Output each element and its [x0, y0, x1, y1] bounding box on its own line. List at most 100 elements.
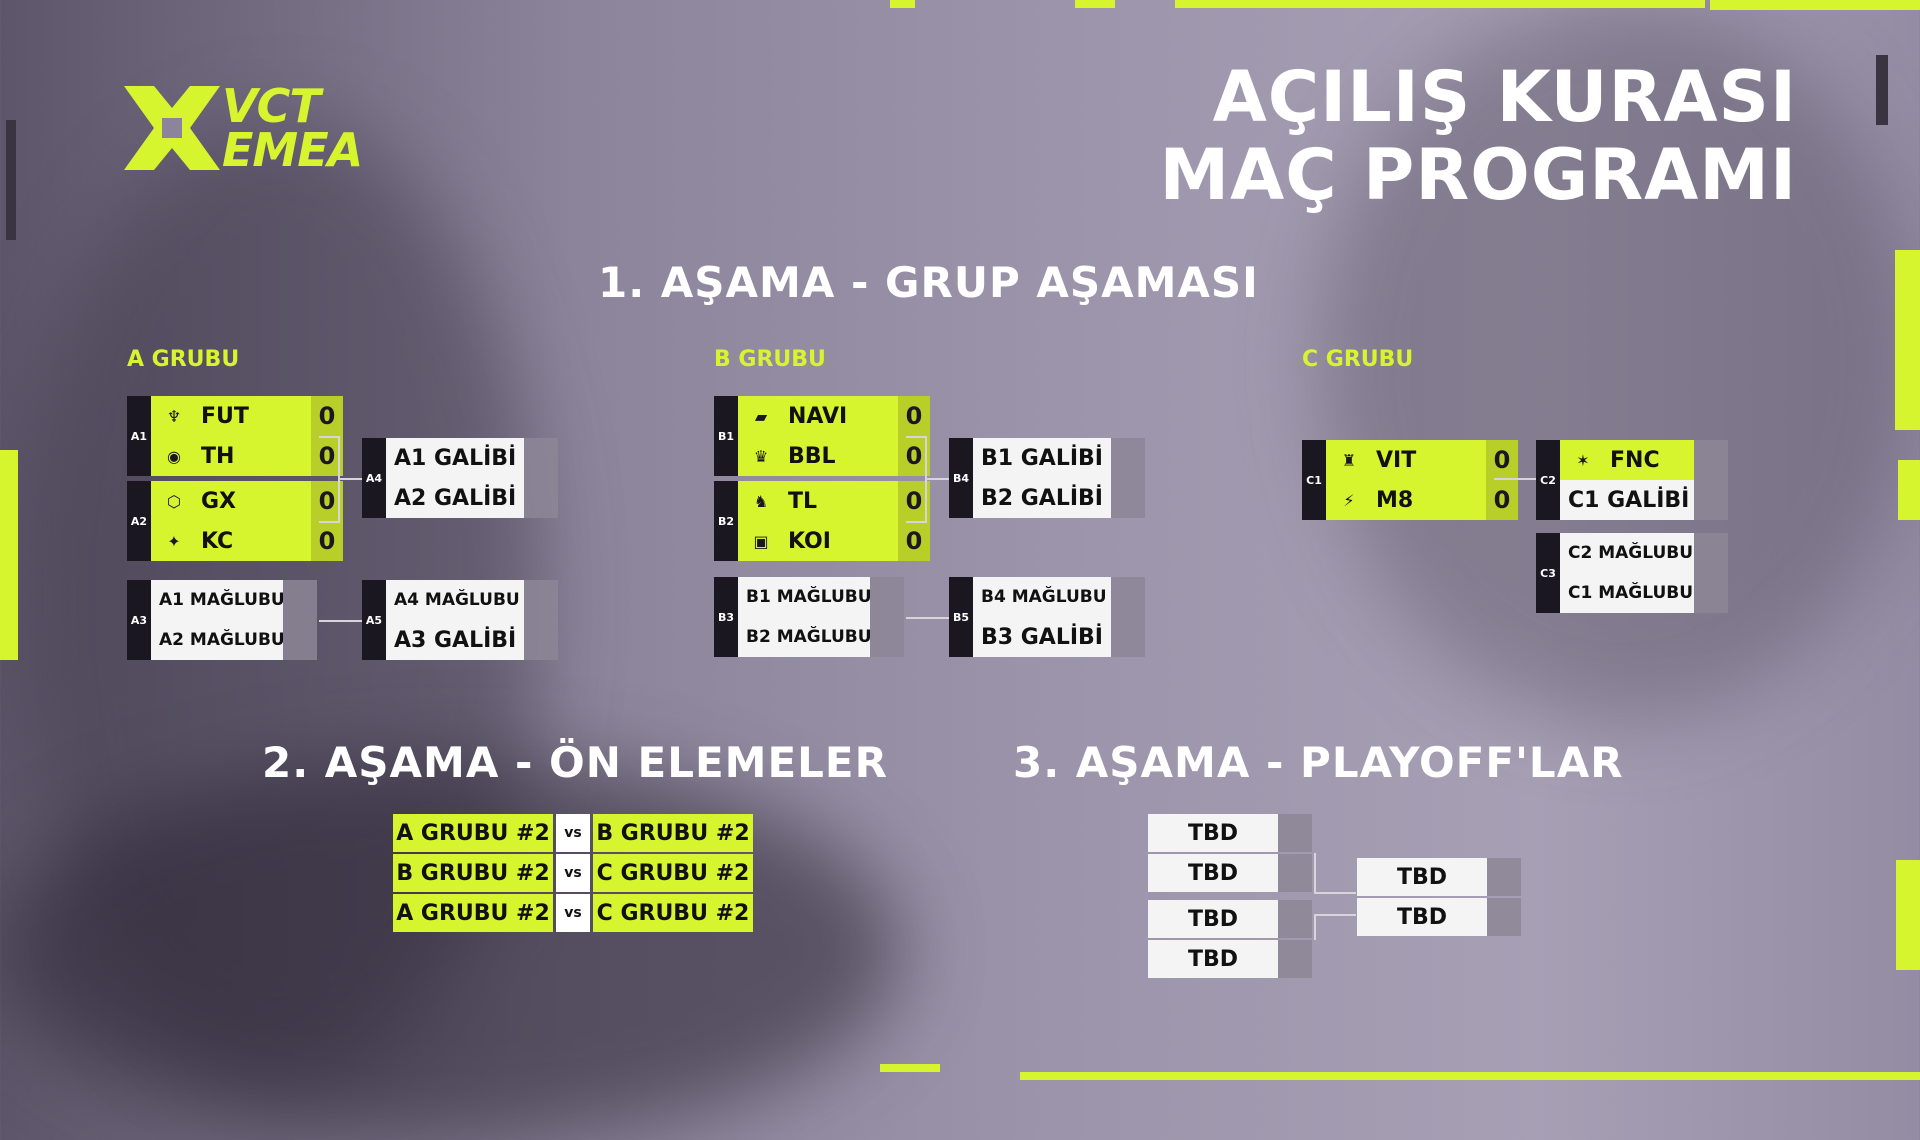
tl-logo-icon: ♞	[738, 481, 784, 521]
slot-score	[870, 577, 904, 617]
team-row-kc[interactable]: ✦ KC 0	[151, 521, 343, 561]
match-tag-c3: C3	[1536, 533, 1560, 613]
slot-score	[1487, 858, 1521, 896]
qualifier-team-right: C GRUBU #2	[593, 854, 753, 892]
slot-row[interactable]: A2 GALİBİ	[386, 478, 558, 518]
group-a-title: A GRUBU	[127, 347, 240, 372]
bracket-line	[906, 521, 926, 523]
team-score: 0	[311, 481, 343, 521]
final-slot[interactable]: TBD	[1357, 898, 1521, 936]
page-title: AÇILIŞ KURASI MAÇ PROGRAMI	[1159, 58, 1797, 214]
qualifier-match[interactable]: A GRUBU #2 vs C GRUBU #2	[393, 894, 753, 932]
slot-score	[1111, 617, 1145, 657]
koi-logo-icon: ▣	[738, 521, 784, 561]
team-score: 0	[311, 436, 343, 476]
team-row-navi[interactable]: ▰ NAVI 0	[738, 396, 930, 436]
slot-row[interactable]: A3 GALİBİ	[386, 620, 558, 660]
slot-name: A4 MAĞLUBU	[386, 580, 524, 620]
team-score: 0	[1486, 480, 1518, 520]
team-name: M8	[1372, 480, 1486, 520]
match-tag-c1: C1	[1302, 440, 1326, 520]
slot-name: A2 GALİBİ	[386, 478, 524, 518]
slot-score	[1111, 438, 1145, 478]
vct-x-logo-icon	[124, 86, 220, 170]
slot-row[interactable]: B2 MAĞLUBU	[738, 617, 904, 657]
deco-stripe-dark	[6, 120, 16, 240]
match-tag-c2: C2	[1536, 440, 1560, 520]
qualifier-match[interactable]: A GRUBU #2 vs B GRUBU #2	[393, 814, 753, 852]
final-slot[interactable]: TBD	[1357, 858, 1521, 896]
slot-row[interactable]: C2 MAĞLUBU	[1560, 533, 1728, 573]
slot-row[interactable]: B1 GALİBİ	[973, 438, 1145, 478]
match-tag-a5: A5	[362, 580, 386, 660]
team-name: VIT	[1372, 440, 1486, 480]
slot-row[interactable]: A4 MAĞLUBU	[386, 580, 558, 620]
kc-logo-icon: ✦	[151, 521, 197, 561]
team-score: 0	[898, 396, 930, 436]
team-row-bbl[interactable]: ♛ BBL 0	[738, 436, 930, 476]
match-tag-b2: B2	[714, 481, 738, 561]
team-row-gx[interactable]: ⬡ GX 0	[151, 481, 343, 521]
slot-row[interactable]: B3 GALİBİ	[973, 617, 1145, 657]
slot-name: B1 MAĞLUBU	[738, 577, 872, 617]
slot-name: B2 MAĞLUBU	[738, 617, 872, 657]
playoff-slot[interactable]: TBD	[1148, 814, 1312, 852]
deco-stripe	[1895, 250, 1920, 430]
match-tag-b4: B4	[949, 438, 973, 518]
slot-name: TBD	[1357, 898, 1487, 936]
team-row-koi[interactable]: ▣ KOI 0	[738, 521, 930, 561]
team-row-tl[interactable]: ♞ TL 0	[738, 481, 930, 521]
match-tag-a4: A4	[362, 438, 386, 518]
team-name: FUT	[197, 396, 311, 436]
playoff-slot[interactable]: TBD	[1148, 854, 1312, 892]
slot-row[interactable]: C1 GALİBİ	[1560, 480, 1728, 520]
match-tag-b3: B3	[714, 577, 738, 657]
deco-stripe	[1898, 460, 1920, 520]
m8-logo-icon: ⚡	[1326, 480, 1372, 520]
slot-row[interactable]: A1 GALİBİ	[386, 438, 558, 478]
slot-row[interactable]: A1 MAĞLUBU	[151, 580, 317, 620]
slot-score	[524, 620, 558, 660]
page-title-line-2: MAÇ PROGRAMI	[1159, 134, 1797, 216]
team-name: TL	[784, 481, 898, 521]
team-name: NAVI	[784, 396, 898, 436]
bracket-line	[906, 436, 926, 438]
page-title-line-1: AÇILIŞ KURASI	[1212, 56, 1797, 138]
slot-row[interactable]: A2 MAĞLUBU	[151, 620, 317, 660]
match-tag-a3: A3	[127, 580, 151, 660]
match-tag-a1: A1	[127, 396, 151, 476]
slot-row[interactable]: C1 MAĞLUBU	[1560, 573, 1728, 613]
qualifier-team-left: B GRUBU #2	[393, 854, 553, 892]
team-row-th[interactable]: ◉ TH 0	[151, 436, 343, 476]
team-row-vit[interactable]: ♜ VIT 0	[1326, 440, 1518, 480]
playoff-slot[interactable]: TBD	[1148, 900, 1312, 938]
logo-line-1: VCT	[222, 79, 321, 133]
slot-score	[1694, 533, 1728, 573]
team-score: 0	[311, 521, 343, 561]
slot-score	[524, 580, 558, 620]
slot-row[interactable]: B4 MAĞLUBU	[973, 577, 1145, 617]
team-row-fut[interactable]: ♆ FUT 0	[151, 396, 343, 436]
slot-name: A2 MAĞLUBU	[151, 620, 285, 660]
playoff-slot[interactable]: TBD	[1148, 940, 1312, 978]
slot-name: TBD	[1148, 854, 1278, 892]
slot-row[interactable]: B2 GALİBİ	[973, 478, 1145, 518]
team-name: BBL	[784, 436, 898, 476]
stage2-title: 2. AŞAMA - ÖN ELEMELER	[262, 738, 888, 787]
team-row-m8[interactable]: ⚡ M8 0	[1326, 480, 1518, 520]
bracket-line	[1494, 478, 1536, 480]
vs-label: vs	[556, 894, 590, 932]
bracket-line	[906, 617, 949, 619]
fnc-logo-icon: ✶	[1560, 440, 1606, 480]
team-score: 0	[898, 481, 930, 521]
slot-name: C2 MAĞLUBU	[1560, 533, 1694, 573]
team-score	[1694, 440, 1728, 480]
slot-score	[1278, 900, 1312, 938]
team-row-fnc[interactable]: ✶ FNC	[1560, 440, 1728, 480]
bbl-logo-icon: ♛	[738, 436, 784, 476]
slot-score	[1278, 940, 1312, 978]
slot-score	[1111, 478, 1145, 518]
slot-row[interactable]: B1 MAĞLUBU	[738, 577, 904, 617]
slot-name: B3 GALİBİ	[973, 617, 1111, 657]
qualifier-match[interactable]: B GRUBU #2 vs C GRUBU #2	[393, 854, 753, 892]
